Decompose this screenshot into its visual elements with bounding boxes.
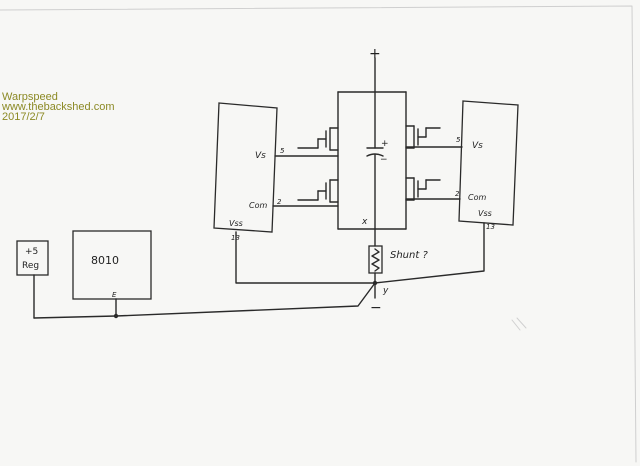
right-vss-wire [374, 222, 485, 284]
capacitor-plate-bottom [366, 153, 384, 157]
chip-8010-box [72, 230, 152, 300]
paper-edge [0, 5, 637, 463]
left-vss-wire [235, 231, 376, 284]
mosfet-right-lower [405, 177, 427, 201]
cap-minus-label: − [380, 155, 388, 165]
right-com-pin: 2 [455, 190, 460, 198]
right-com-label: Com [468, 193, 486, 202]
scan-marks [511, 317, 527, 331]
watermark-site: www.thebackshed.com [2, 101, 115, 113]
node-x-label: x [361, 217, 368, 227]
chip-8010-pin: E [112, 291, 117, 299]
node-y-label: y [382, 286, 389, 296]
left-vs-pin: 5 [280, 147, 285, 155]
left-com-label: Com [249, 201, 267, 210]
watermark-date: 2017/2/7 [2, 111, 45, 123]
plus-supply-label: + [369, 46, 381, 62]
right-vss-label: Vss [478, 209, 492, 218]
regulator-box [16, 240, 49, 276]
left-com-pin: 2 [277, 198, 282, 206]
shunt-zigzag [371, 248, 380, 272]
chip-8010-label: 8010 [91, 254, 119, 267]
watermark-name: Warpspeed [2, 91, 58, 103]
left-vs-label: Vs [255, 151, 266, 161]
right-driver-ic [458, 100, 519, 226]
ground-wire-left [33, 315, 117, 319]
ground-wire-right [115, 282, 376, 317]
mosfet-left-lower [317, 179, 339, 203]
watermark: Warpspeed www.thebackshed.com 2017/2/7 [2, 91, 115, 123]
right-vs-pin: 5 [456, 136, 461, 144]
shunt-label: Shunt ? [390, 250, 428, 261]
cap-plus-label: + [381, 139, 389, 149]
left-vss-label: Vss [229, 219, 243, 228]
minus-supply-label: − [370, 300, 382, 316]
mosfet-left-upper [317, 127, 339, 151]
right-vs-label: Vs [472, 141, 483, 151]
regulator-label-line1: +5 [25, 247, 38, 257]
mosfet-right-upper [405, 125, 427, 149]
left-driver-ic [213, 102, 278, 233]
right-vss-pin: 13 [486, 223, 495, 231]
regulator-label-line2: Reg [22, 261, 39, 271]
